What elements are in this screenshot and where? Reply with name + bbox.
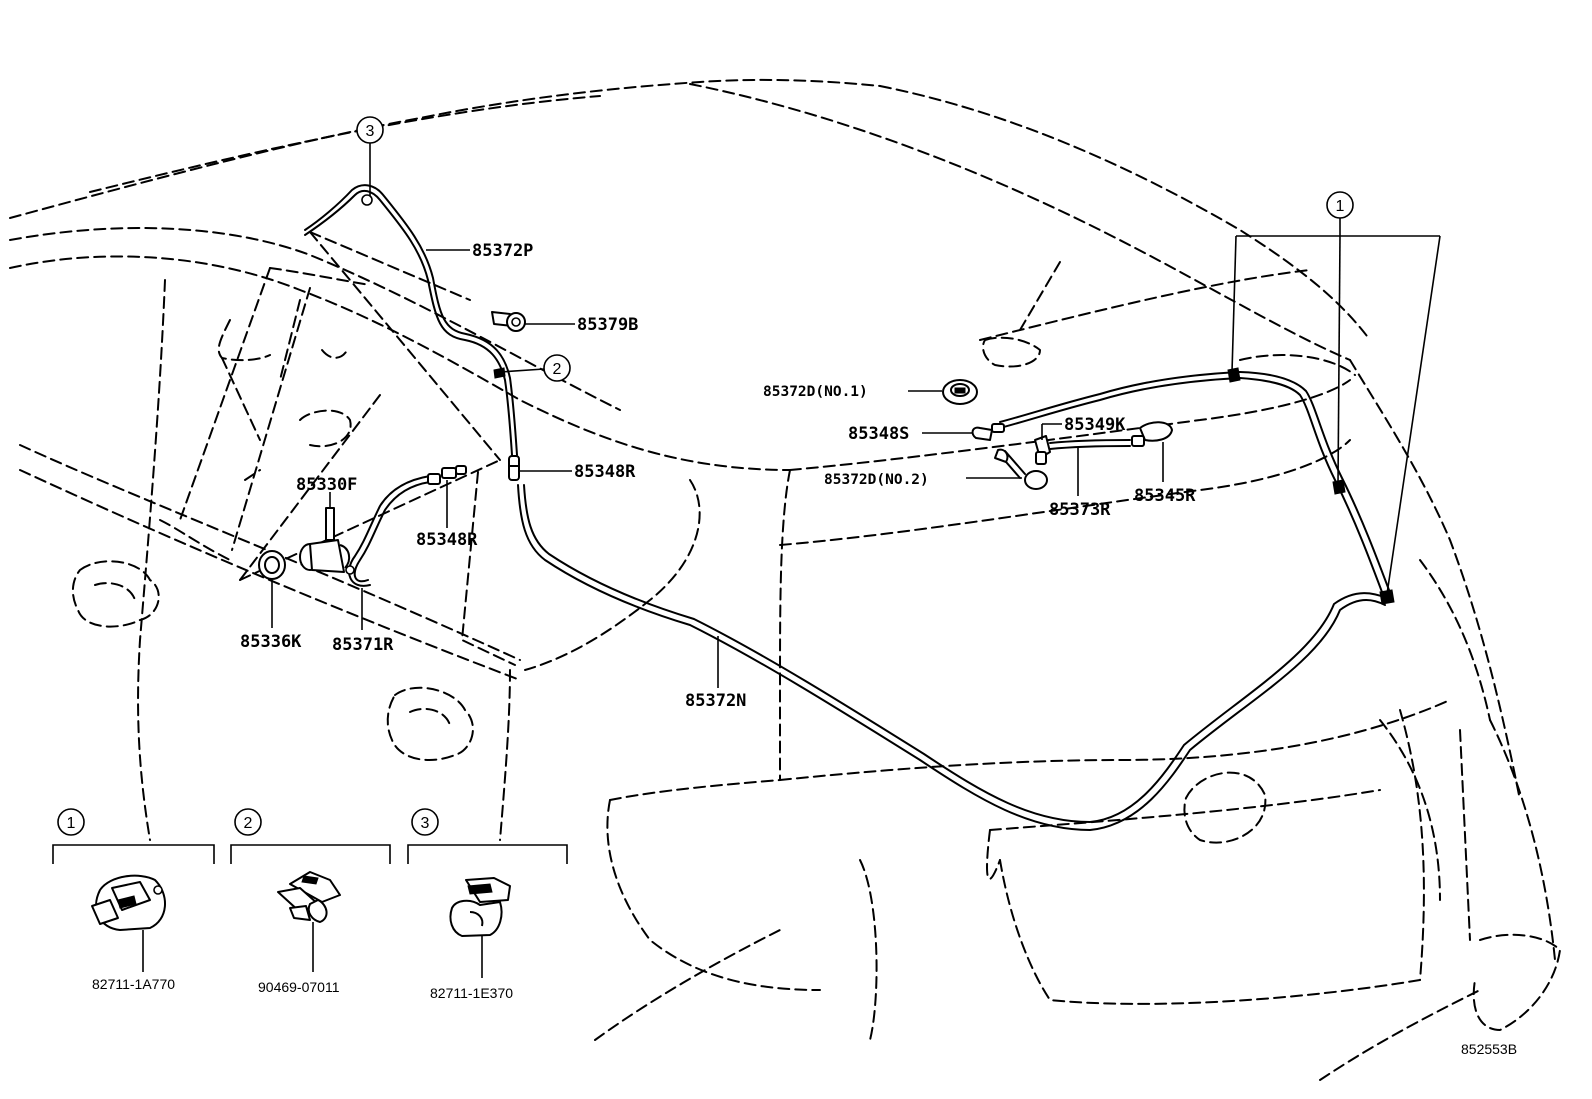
label-85372N: 85372N — [685, 636, 746, 711]
hose-85373R — [999, 439, 1131, 479]
joint-85348R-mid — [427, 465, 467, 485]
svg-text:85372P: 85372P — [472, 241, 533, 261]
label-85372D-no1: 85372D(NO.1) — [763, 384, 942, 400]
svg-text:85379B: 85379B — [577, 315, 638, 335]
hose-rear-right — [999, 371, 1393, 601]
joint-85348S — [971, 423, 1005, 441]
label-85348S: 85348S — [848, 424, 972, 444]
svg-text:85372N: 85372N — [685, 691, 746, 711]
callout-2-main: 2 — [499, 354, 571, 382]
hose-85372P — [304, 184, 518, 456]
callout-3-main: 3 — [356, 116, 384, 196]
door-handle-front — [72, 560, 160, 628]
nozzle-85345R — [1131, 421, 1173, 447]
svg-text:1: 1 — [67, 815, 76, 832]
clamp-markers — [361, 194, 1395, 605]
clamp-82711-1A770-icon — [91, 874, 167, 931]
label-85330F: 85330F — [296, 475, 357, 508]
label-85349K: 85349K — [1041, 415, 1126, 440]
label-85373R: 85373R — [1049, 448, 1111, 520]
pump-85330F — [299, 507, 355, 575]
label-85372P: 85372P — [426, 241, 533, 261]
label-85372D-no2: 85372D(NO.2) — [824, 472, 1022, 488]
hose-85371R — [348, 475, 431, 587]
label-85345R: 85345R — [1134, 442, 1196, 506]
svg-text:2: 2 — [553, 361, 562, 378]
legend-item-3: 3 82711-1E370 — [407, 808, 568, 1001]
legend-item-1: 1 82711-1A770 — [52, 808, 215, 992]
label-85336K: 85336K — [240, 580, 302, 652]
label-85379B: 85379B — [525, 315, 638, 335]
nozzle-85372D-no2 — [994, 448, 1048, 490]
clamp-82711-1E370-icon — [449, 877, 511, 937]
svg-text:2: 2 — [244, 815, 253, 832]
legend-item-2: 2 90469-07011 — [230, 808, 391, 995]
clamp-85379B — [491, 311, 526, 332]
grommet-85336K — [258, 550, 286, 580]
svg-text:85348S: 85348S — [848, 424, 909, 444]
svg-text:85348R: 85348R — [416, 530, 478, 550]
hose-85372N — [517, 484, 1388, 831]
svg-text:85372D(NO.1): 85372D(NO.1) — [763, 384, 868, 400]
svg-text:85349K: 85349K — [1064, 415, 1126, 435]
diagram-code: 852553B — [1461, 1041, 1517, 1057]
washer-tank-detail — [179, 231, 516, 666]
joint-85348R-top — [508, 455, 520, 481]
vehicle-body-outline — [9, 78, 1561, 1081]
svg-text:82711-1E370: 82711-1E370 — [430, 985, 513, 1001]
svg-text:85348R: 85348R — [574, 462, 636, 482]
label-85348R-top: 85348R — [520, 462, 636, 482]
svg-text:85345R: 85345R — [1134, 486, 1196, 506]
svg-text:85372D(NO.2): 85372D(NO.2) — [824, 472, 929, 488]
label-85371R: 85371R — [332, 588, 394, 655]
svg-text:82711-1A770: 82711-1A770 — [92, 976, 175, 992]
svg-text:90469-07011: 90469-07011 — [258, 979, 340, 995]
door-handle-rear — [386, 686, 474, 761]
svg-text:85371R: 85371R — [332, 635, 394, 655]
svg-text:3: 3 — [366, 123, 375, 140]
joint-85349K — [1034, 435, 1051, 465]
clamp-90469-07011-icon — [277, 871, 341, 923]
svg-text:1: 1 — [1336, 198, 1345, 215]
svg-text:3: 3 — [421, 815, 430, 832]
label-85348R-mid: 85348R — [416, 480, 478, 550]
svg-text:85373R: 85373R — [1049, 500, 1111, 520]
svg-text:85336K: 85336K — [240, 632, 302, 652]
nozzle-85372D-no1 — [942, 379, 978, 405]
svg-text:85330F: 85330F — [296, 475, 357, 495]
callout-1-main: 1 — [1231, 191, 1441, 595]
